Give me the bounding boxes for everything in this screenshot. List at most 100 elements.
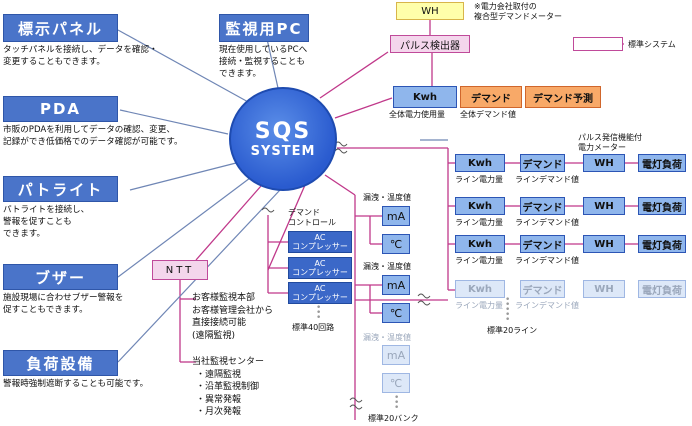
buzzer-desc: 施設現場に合わせブザー警報を 促すこともできます。 (3, 292, 123, 316)
monitoring-item-1: ・遠隔監視 (196, 369, 242, 380)
row1-wh-label: WH (594, 157, 614, 169)
row1-kwh-label: Kwh (467, 157, 493, 169)
wh-note-line-2: 複合型デマンドメーター (474, 12, 562, 21)
more-circuits-dots: ••• (316, 303, 322, 323)
row2-load-label: 電灯負荷 (642, 202, 682, 214)
row3-wh-label: WH (594, 238, 614, 250)
sensor1-ma-label: mA (386, 209, 406, 223)
ntt-desc-line-3: 直接接続可能 (192, 318, 247, 328)
row4-demand-value: ラインデマンド値 (515, 301, 579, 310)
row1-kwh: Kwh (455, 154, 505, 172)
sensor3-temp: ℃ (382, 373, 410, 393)
touch-desc-line-1: タッチパネルを接続し、データを確認・ (3, 45, 158, 55)
load-equipment-box: 負荷設備 (3, 350, 118, 376)
standard-20-lines: 標準20ライン (487, 326, 538, 335)
more-banks-dots: ••• (394, 393, 400, 413)
kwh-main-label: Kwh (412, 91, 438, 103)
demand-main-label: デマンド (471, 93, 511, 105)
sensor1-temp: ℃ (382, 234, 410, 254)
buzzer-title: ブザー (34, 268, 86, 287)
row4-load: 電灯負荷 (638, 280, 686, 298)
monitor-desc-line-2: 接続・監視することも (219, 57, 305, 67)
demand-forecast-label: デマンド予測 (533, 93, 593, 105)
demand-main-box: デマンド (460, 86, 522, 108)
sensor1-temp-label: ℃ (389, 237, 403, 251)
pulse-detector-label: パルス検出器 (400, 40, 460, 52)
ntt-label: NTT (165, 264, 195, 276)
legend-label: 標準システム (628, 40, 676, 49)
ac2-line-1: AC (314, 259, 326, 268)
sensor1-title: 漏洩・温度値 (363, 193, 411, 202)
pulse-note-line-2: 電力メーター (578, 143, 626, 152)
system-title: SYSTEM (250, 144, 316, 159)
ac3-line-1: AC (314, 284, 326, 293)
row1-load-label: 電灯負荷 (642, 159, 682, 171)
monitoring-center: 当社監視センター ・遠隔監視 ・沿革監視制御 ・異常発報 ・月次発報 (192, 356, 264, 419)
touch-panel-desc: タッチパネルを接続し、データを確認・ 変更することもできます。 (3, 44, 158, 68)
sqs-title: SQS (254, 119, 312, 144)
row4-kwh-label: Kwh (467, 283, 493, 295)
row4-demand-label: デマンド (522, 285, 563, 297)
monitor-pc-box: 監視用PC (219, 14, 309, 42)
pda-desc-line-1: 市販のPDAを利用してデータの確認、変更、 (3, 125, 175, 135)
row1-demand: デマンド (520, 154, 565, 172)
sensor2-title: 漏洩・温度値 (363, 262, 411, 271)
row3-wh: WH (583, 235, 625, 253)
row3-demand-value: ラインデマンド値 (515, 256, 579, 265)
touch-panel-box: 標示パネル (3, 14, 118, 42)
pda-desc-line-2: 記録ができ低価格でのデータ確認が可能です。 (3, 137, 183, 147)
monitor-desc-line-1: 現在使用しているPCへ (219, 45, 308, 55)
row4-kwh: Kwh (455, 280, 505, 298)
row3-usage: ライン電力量 (455, 256, 503, 265)
touch-panel-title: 標示パネル (17, 19, 103, 38)
patlite-desc-line-3: できます。 (3, 229, 46, 239)
row3-kwh-label: Kwh (467, 238, 493, 250)
row4-wh-label: WH (594, 283, 614, 295)
sensor1-ma: mA (382, 206, 410, 226)
total-demand-label: 全体デマンド値 (460, 110, 516, 119)
row2-kwh: Kwh (455, 197, 505, 215)
standard-40-circuits: 標準40回路 (292, 323, 335, 332)
legend-swatch (573, 37, 623, 51)
row3-load: 電灯負荷 (638, 235, 686, 253)
patlite-desc-line-2: 警報を促すことも (3, 217, 72, 227)
patlite-box: パトライト (3, 176, 118, 202)
sensor2-temp: ℃ (382, 303, 410, 323)
wh-top-label: WH (421, 5, 439, 17)
row4-wh: WH (583, 280, 625, 298)
row4-usage: ライン電力量 (455, 301, 503, 310)
sensor3-title: 漏洩・温度値 (363, 333, 411, 342)
monitoring-item-2: ・沿革監視制御 (196, 382, 260, 392)
touch-desc-line-2: 変更することもできます。 (3, 57, 105, 67)
ntt-desc: お客様監視本部 お客様管理会社から 直接接続可能 (遠隔監視) (192, 292, 273, 342)
monitoring-item-3: ・異常発報 (196, 394, 242, 405)
load-desc-line-1: 警報時強制遮断することも可能です。 (3, 379, 149, 389)
pda-title: PDA (39, 100, 82, 118)
standard-20-banks: 標準20バンク (368, 414, 419, 423)
sensor3-temp-label: ℃ (389, 376, 403, 390)
row1-demand-label: デマンド (522, 159, 563, 171)
row4-load-label: 電灯負荷 (642, 285, 682, 297)
monitor-pc-desc: 現在使用しているPCへ 接続・監視することも できます。 (219, 44, 307, 80)
demand-control-label: デマンド コントロール (288, 208, 336, 228)
ntt-desc-line-4: (遠隔監視) (192, 330, 236, 341)
ntt-desc-line-2: お客様管理会社から (192, 305, 274, 316)
row2-wh-label: WH (594, 200, 614, 212)
row1-usage: ライン電力量 (455, 175, 503, 184)
sensor3-ma: mA (382, 345, 410, 365)
pda-desc: 市販のPDAを利用してデータの確認、変更、 記録ができ低価格でのデータ確認が可能… (3, 124, 183, 148)
wh-meter-top: WH (396, 2, 464, 20)
patlite-title: パトライト (17, 180, 104, 199)
row2-demand-value: ラインデマンド値 (515, 218, 579, 227)
sqs-system-hub: SQS SYSTEM (229, 87, 337, 191)
buzzer-desc-line-2: 促すこともできます。 (3, 305, 88, 315)
row2-demand-label: デマンド (522, 202, 563, 214)
total-usage-label: 全体電力使用量 (389, 110, 445, 119)
row2-demand: デマンド (520, 197, 565, 215)
row3-demand-label: デマンド (522, 240, 563, 252)
pda-box: PDA (3, 96, 118, 122)
ac1-line-2: コンプレッサー (292, 242, 348, 251)
row3-demand: デマンド (520, 235, 565, 253)
